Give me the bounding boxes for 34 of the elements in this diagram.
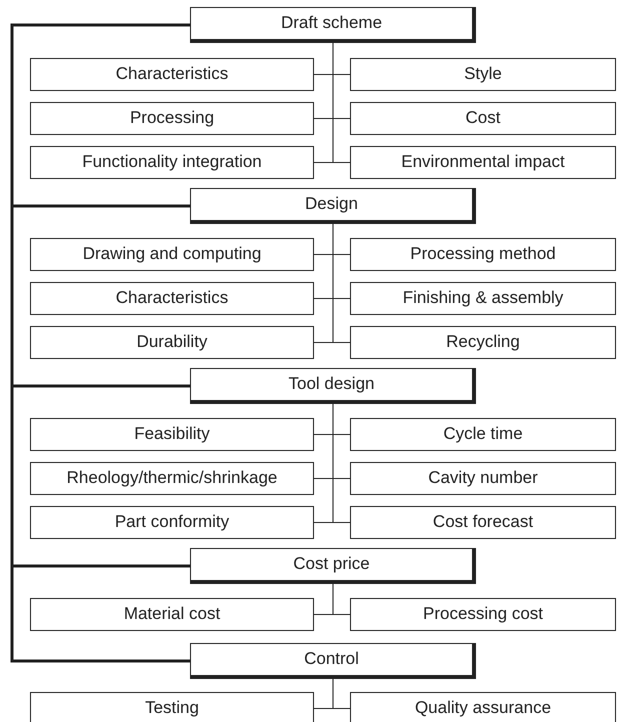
stage-box: Tool design [190,368,476,404]
topic-box: Part conformity [30,506,314,539]
topic-box: Style [350,58,616,91]
connector-line [10,24,190,208]
stage-box: Draft scheme [190,7,476,43]
topic-box: Drawing and computing [30,238,314,271]
topic-box: Cavity number [350,462,616,495]
stage-box: Control [190,643,476,679]
connector-line [10,564,190,662]
topic-box: Characteristics [30,58,314,91]
connector-line [332,678,350,709]
topic-box: Quality assurance [350,692,616,722]
topic-box: Processing method [350,238,616,271]
topic-box: Rheology/thermic/shrinkage [30,462,314,495]
topic-box: Feasibility [30,418,314,451]
connector-line [332,42,350,163]
topic-box: Environmental impact [350,146,616,179]
topic-box: Finishing & assembly [350,282,616,315]
connector-line [332,404,350,523]
topic-box: Testing [30,692,314,722]
topic-box: Characteristics [30,282,314,315]
topic-box: Durability [30,326,314,359]
topic-box: Functionality integration [30,146,314,179]
topic-box: Material cost [30,598,314,631]
topic-box: Processing cost [350,598,616,631]
stage-box: Design [190,188,476,224]
topic-box: Recycling [350,326,616,359]
topic-box: Cost [350,102,616,135]
connector-line [332,584,350,615]
topic-box: Cost forecast [350,506,616,539]
connector-line [332,224,350,343]
topic-box: Processing [30,102,314,135]
topic-box: Cycle time [350,418,616,451]
stage-box: Cost price [190,548,476,584]
